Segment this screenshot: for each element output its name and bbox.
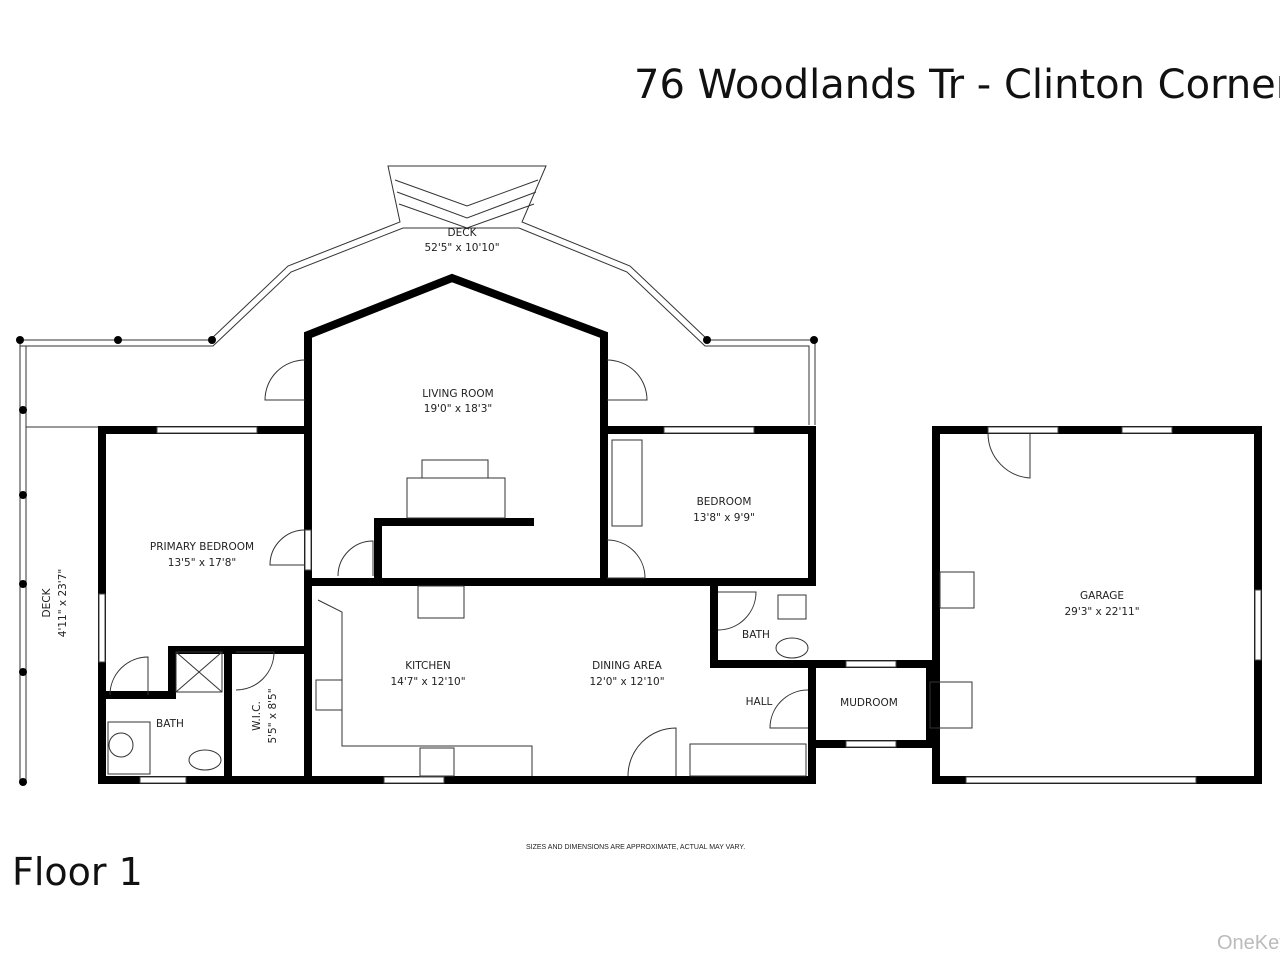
living-room-dims: 19'0" x 18'3" (424, 403, 492, 415)
bath2-label: BATH (742, 629, 770, 641)
wic-dims: 5'5" x 8'5" (267, 688, 279, 743)
deck-top-dims: 52'5" x 10'10" (424, 242, 499, 254)
floor-label: Floor 1 (12, 850, 143, 894)
doors (107, 359, 1031, 777)
deck-outline (16, 165, 818, 786)
deck-side-label: DECK (41, 587, 53, 617)
primary-bedroom-label: PRIMARY BEDROOM (150, 541, 254, 553)
plan-title: 76 Woodlands Tr - Clinton Corners (634, 62, 1280, 108)
hall-label: HALL (746, 696, 773, 708)
bath1-label: BATH (156, 718, 184, 730)
watermark: OneKey (1217, 932, 1280, 954)
garage-dims: 29'3" x 22'11" (1064, 606, 1139, 618)
dining-area-dims: 12'0" x 12'10" (589, 676, 664, 688)
bedroom-label: BEDROOM (697, 496, 752, 508)
bedroom-dims: 13'8" x 9'9" (693, 512, 755, 524)
deck-top-label: DECK (448, 227, 478, 239)
deck-side-dims: 4'11" x 23'7" (57, 569, 69, 637)
mudroom-label: MUDROOM (840, 697, 898, 709)
windows (98, 426, 1262, 784)
living-room-label: LIVING ROOM (422, 388, 493, 400)
wic-label: W.I.C. (251, 701, 263, 731)
primary-bedroom-dims: 13'5" x 17'8" (168, 557, 236, 569)
disclaimer: SIZES AND DIMENSIONS ARE APPROXIMATE, AC… (526, 844, 746, 851)
kitchen-label: KITCHEN (405, 660, 451, 672)
garage-label: GARAGE (1080, 590, 1124, 602)
kitchen-dims: 14'7" x 12'10" (390, 676, 465, 688)
dining-area-label: DINING AREA (592, 660, 663, 672)
